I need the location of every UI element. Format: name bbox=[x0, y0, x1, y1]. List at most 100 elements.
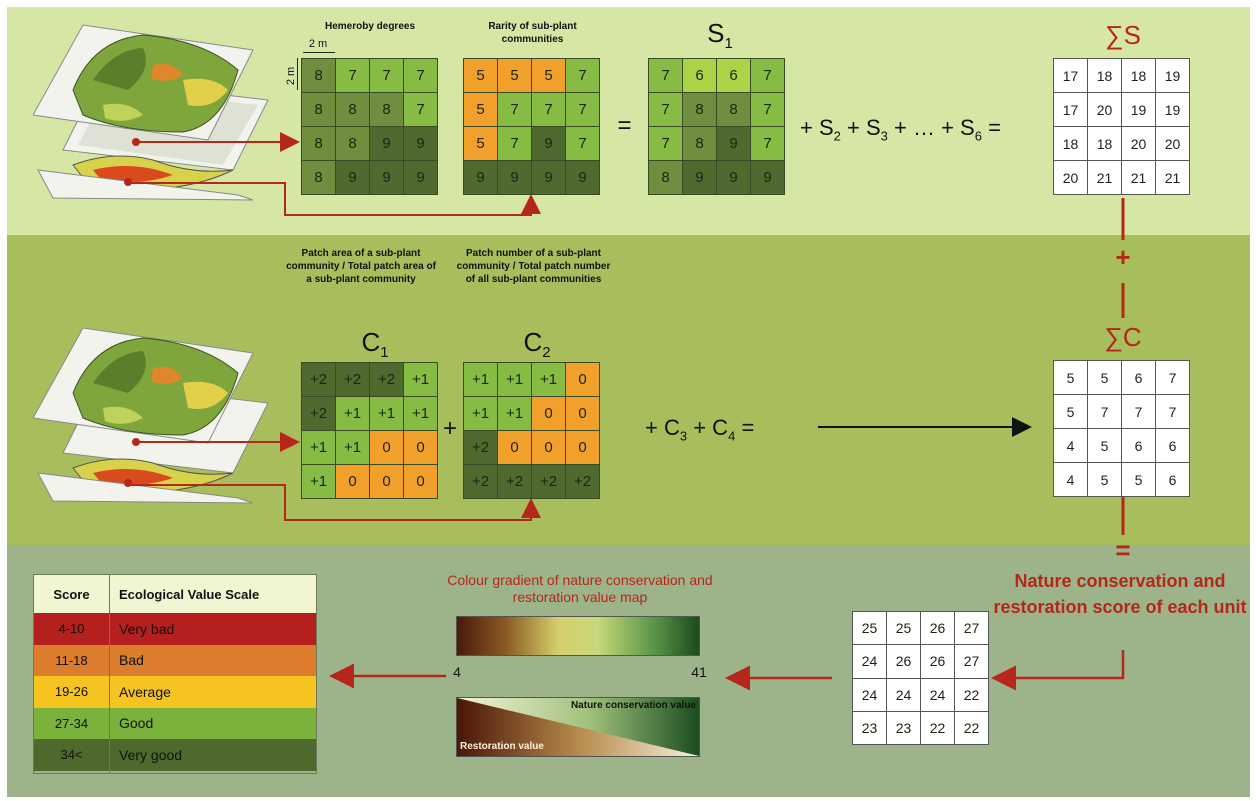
grid-cell: +1 bbox=[404, 363, 437, 396]
gradient-max-label: 41 bbox=[691, 664, 707, 680]
grid-cell: 8 bbox=[717, 93, 750, 126]
grid-cell: 19 bbox=[1156, 59, 1189, 92]
grid-cell: 20 bbox=[1156, 127, 1189, 160]
grid-cell: 0 bbox=[404, 465, 437, 498]
grid-cell: 21 bbox=[1156, 161, 1189, 194]
grid-cell: 9 bbox=[532, 161, 565, 194]
hemeroby-title: Hemeroby degrees bbox=[324, 21, 416, 32]
grid-cell: 22 bbox=[921, 711, 954, 744]
legend-header-score: Score bbox=[53, 586, 90, 602]
grid-cell: 5 bbox=[1088, 361, 1121, 394]
grid-cell: 8 bbox=[302, 161, 335, 194]
result-title: Nature conservation and restoration scor… bbox=[993, 571, 1247, 617]
grid-cell: 9 bbox=[464, 161, 497, 194]
formula-c-p3: = bbox=[741, 415, 755, 440]
restoration-value-label: Restoration value bbox=[460, 741, 544, 752]
grid-cell: 7 bbox=[1122, 395, 1155, 428]
grid-cell: 0 bbox=[532, 397, 565, 430]
formula-s-sub6: 6 bbox=[974, 128, 982, 144]
grid-cell: 7 bbox=[649, 93, 682, 126]
grid-cell: 18 bbox=[1054, 127, 1087, 160]
grid-cell: 7 bbox=[751, 93, 784, 126]
grid-cell: +1 bbox=[464, 397, 497, 430]
grid-cell: 9 bbox=[717, 161, 750, 194]
grid-cell: 24 bbox=[853, 645, 886, 678]
grid-cell: 5 bbox=[1088, 429, 1121, 462]
grid-cell: 25 bbox=[853, 612, 886, 645]
c2-title: Patch number of a sub-plant community / … bbox=[456, 248, 611, 285]
legend-score: 27-34 bbox=[54, 715, 89, 731]
grid-cell: 27 bbox=[955, 612, 988, 645]
grid-cell: 9 bbox=[404, 161, 437, 194]
grid-cell: 0 bbox=[370, 465, 403, 498]
grid-cell: 19 bbox=[1122, 93, 1155, 126]
grid-cell: +1 bbox=[498, 363, 531, 396]
grid-cell: 0 bbox=[336, 465, 369, 498]
legend-label: Bad bbox=[119, 652, 144, 669]
grid-cell: 6 bbox=[1122, 429, 1155, 462]
grid-cell: 7 bbox=[566, 59, 599, 92]
grid-cell: +2 bbox=[532, 465, 565, 498]
grid-cell: 5 bbox=[532, 59, 565, 92]
grid-cell: 8 bbox=[649, 161, 682, 194]
formula-c-sub4: 4 bbox=[728, 428, 736, 444]
grid-cell: +2 bbox=[464, 465, 497, 498]
grid-cell: 8 bbox=[336, 93, 369, 126]
grid-cell: 0 bbox=[566, 431, 599, 464]
grid-cell: 5 bbox=[1054, 361, 1087, 394]
c2-label-sub: 2 bbox=[542, 344, 551, 362]
grid-cell: 7 bbox=[532, 93, 565, 126]
grid-cell: 0 bbox=[566, 397, 599, 430]
grid-cell: 26 bbox=[921, 612, 954, 645]
grid-cell: +2 bbox=[464, 431, 497, 464]
scale-horizontal: 2 m bbox=[308, 38, 328, 50]
grid-cell: 7 bbox=[498, 93, 531, 126]
grid-cell: +2 bbox=[302, 363, 335, 396]
grid-cell: 17 bbox=[1054, 93, 1087, 126]
formula-c: + C3 + C4 = bbox=[645, 415, 754, 443]
grid-cell: 8 bbox=[683, 127, 716, 160]
scale-vertical-line bbox=[297, 58, 298, 90]
formula-s-sub3: 3 bbox=[880, 128, 888, 144]
colour-gradient-bar bbox=[456, 616, 700, 656]
grid-cell: 9 bbox=[498, 161, 531, 194]
legend-header-scale: Ecological Value Scale bbox=[119, 586, 260, 602]
legend-header: Score Ecological Value Scale bbox=[34, 575, 316, 613]
grid-cell: +1 bbox=[370, 397, 403, 430]
grid-cell: +2 bbox=[566, 465, 599, 498]
legend-label: Very good bbox=[119, 746, 183, 763]
formula-c-p1: + C bbox=[645, 415, 680, 440]
grid-cell: 7 bbox=[404, 93, 437, 126]
grid-cell: 7 bbox=[336, 59, 369, 92]
grid-cell: +2 bbox=[336, 363, 369, 396]
map-stack-top bbox=[33, 24, 269, 201]
formula-s-p2: + S bbox=[847, 115, 881, 140]
s1-label-main: S bbox=[707, 18, 725, 48]
legend-score: 19-26 bbox=[54, 684, 89, 700]
formula-s: + S2 + S3 + … + S6 = bbox=[800, 115, 1001, 143]
grid-cell: +1 bbox=[302, 431, 335, 464]
nature-conservation-value-label: Nature conservation value bbox=[570, 700, 696, 711]
grid-cell: 7 bbox=[751, 59, 784, 92]
formula-c-sub3: 3 bbox=[679, 428, 688, 444]
grid-cell: 22 bbox=[955, 711, 988, 744]
c2-label-main: C bbox=[523, 327, 543, 357]
grid-cell: 5 bbox=[464, 127, 497, 160]
c1-label: C1 bbox=[335, 327, 415, 361]
grid-cell: 7 bbox=[370, 59, 403, 92]
grid-cell: 18 bbox=[1088, 59, 1121, 92]
grid-cell: 7 bbox=[566, 93, 599, 126]
value-triangle-diagram bbox=[456, 697, 700, 757]
grid-cell: 27 bbox=[955, 645, 988, 678]
grid-cell: 7 bbox=[1156, 361, 1189, 394]
grid-cell: 20 bbox=[1088, 93, 1121, 126]
grid-cell: +2 bbox=[302, 397, 335, 430]
